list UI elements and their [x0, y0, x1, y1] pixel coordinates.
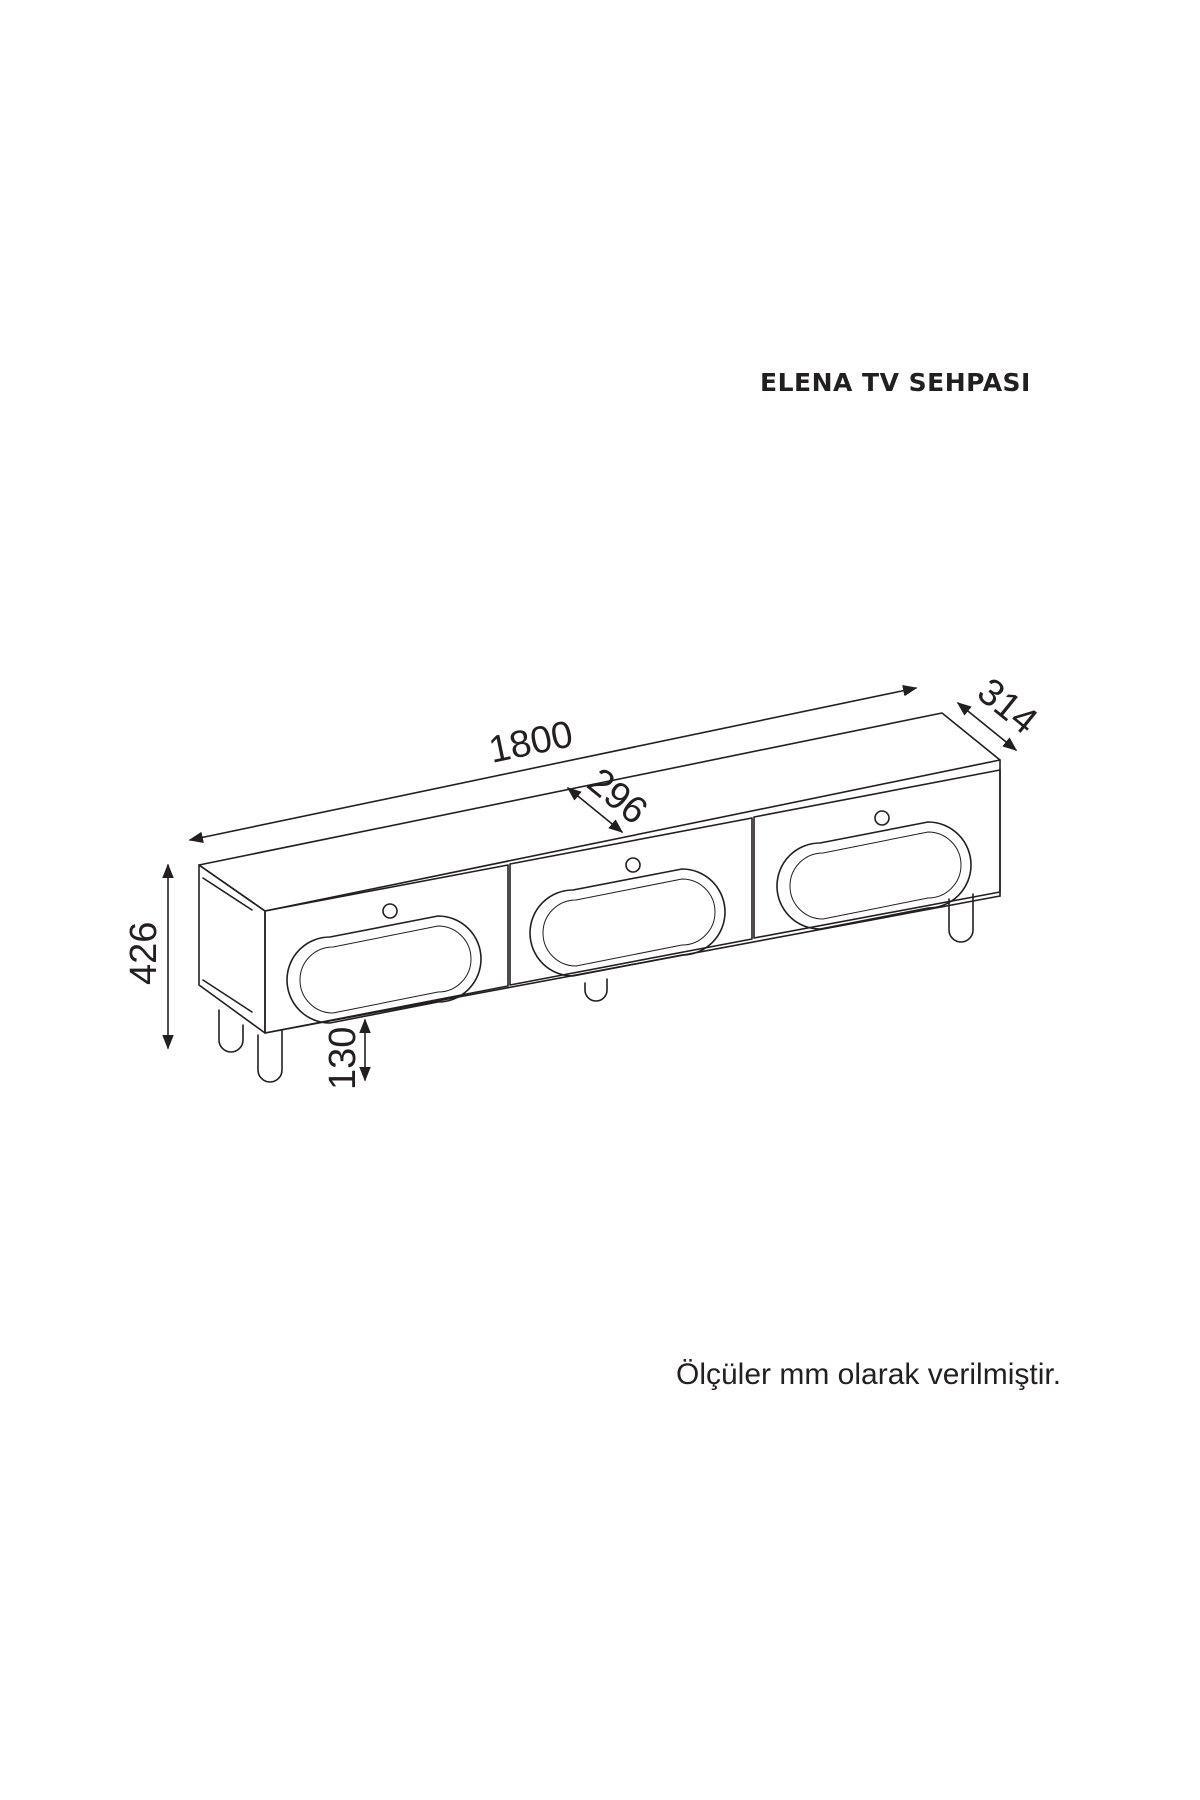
dimension-lines — [162, 685, 1018, 1082]
product-title: ELENA TV SEHPASI — [760, 368, 1031, 397]
cabinet-left-side — [198, 864, 266, 1034]
dim-inner-depth-label: 296 — [579, 760, 655, 833]
dim-length-line — [188, 685, 918, 843]
door-left-oval — [286, 915, 482, 1024]
leg-middle — [584, 978, 608, 1002]
door-right — [753, 769, 1001, 939]
left-inner-top — [202, 877, 253, 911]
leg-front-left — [257, 1030, 283, 1083]
leg-back-left — [218, 1009, 244, 1053]
dim-depth-line — [956, 702, 1018, 751]
measurement-note: Ölçüler mm olarak verilmiştir. — [676, 1358, 1062, 1391]
door-right-oval — [776, 821, 972, 930]
left-inner-bottom — [202, 979, 253, 1013]
cabinet-body — [198, 712, 1001, 1034]
dim-inner-depth-line — [566, 787, 624, 833]
dim-leg-height-label: 130 — [322, 1027, 364, 1090]
door-left — [264, 864, 509, 1034]
door-middle — [509, 817, 753, 986]
dim-length-label: 1800 — [485, 713, 576, 771]
dim-height-label: 426 — [123, 922, 165, 985]
dim-depth-label: 314 — [969, 670, 1045, 743]
door-left-knob-icon — [382, 903, 398, 919]
leg-front-right — [948, 893, 974, 943]
cabinet-doors — [264, 769, 1001, 1034]
cabinet-legs — [218, 893, 974, 1083]
door-middle-knob-icon — [625, 857, 641, 873]
door-right-knob-icon — [874, 810, 890, 826]
door-middle-oval — [529, 868, 726, 977]
